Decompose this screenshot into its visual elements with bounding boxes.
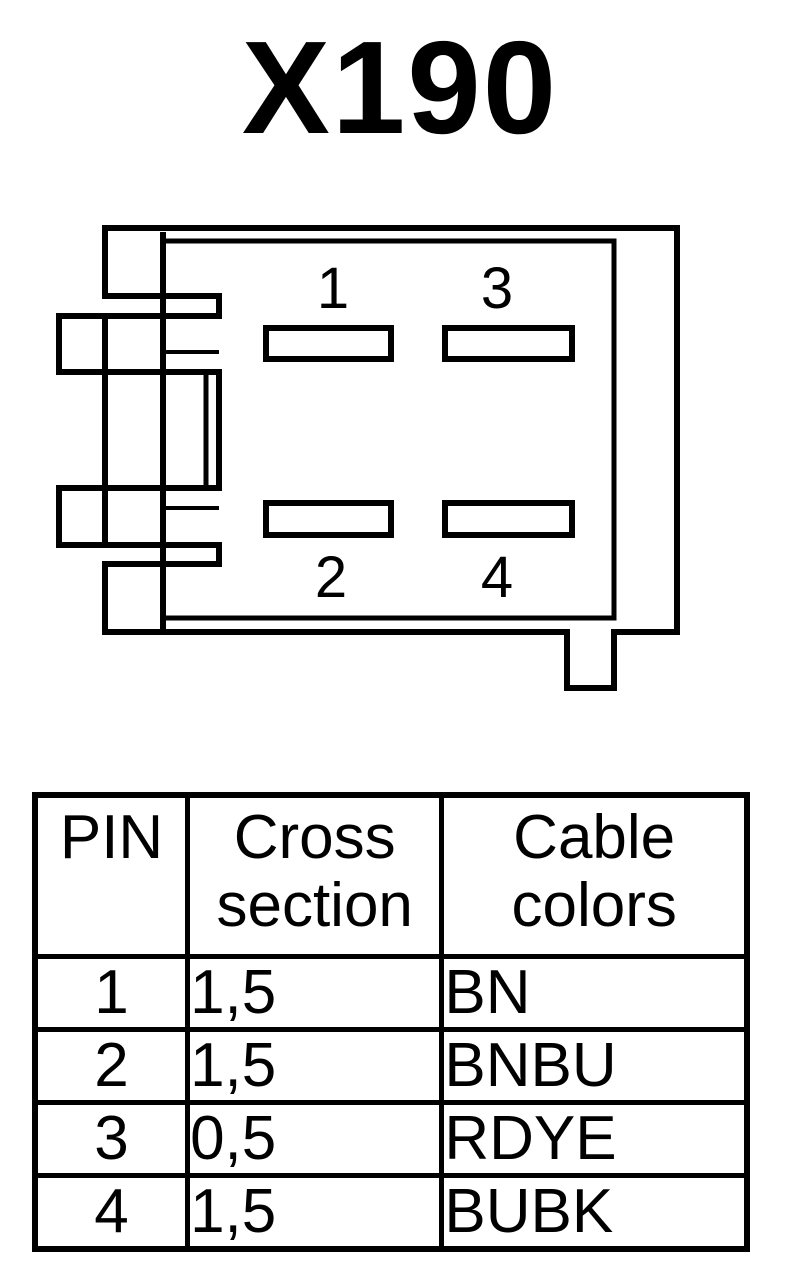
cell-pin: 4	[32, 1173, 191, 1252]
pin-slot-3	[442, 325, 575, 362]
connector-title: X190	[241, 14, 559, 161]
cell-pin: 2	[32, 1027, 191, 1105]
pin-label-3: 3	[481, 256, 513, 321]
pin-assignment-table: PIN Cross section Cable colors 1 1,5 BN …	[32, 792, 750, 1252]
table-header-row: PIN Cross section Cable colors	[32, 792, 750, 959]
connector-inner-outline	[163, 238, 617, 621]
pin-label-1: 1	[317, 256, 349, 321]
pin-label-4: 4	[481, 545, 513, 610]
cell-pin: 1	[32, 954, 191, 1032]
header-cross-section-line1: Cross	[233, 803, 396, 872]
cell-cable-colors: BN	[439, 954, 750, 1032]
cell-cross-section: 1,5	[185, 1173, 445, 1252]
table-row: 3 0,5 RDYE	[32, 1100, 750, 1178]
pin-slot-4	[442, 500, 575, 538]
latch-bracket	[163, 369, 209, 491]
table-row: 4 1,5 BUBK	[32, 1173, 750, 1252]
cell-cross-section: 1,5	[185, 954, 445, 1032]
connector-diagram: 1 3 2 4	[56, 225, 680, 691]
header-cable-colors-line1: Cable	[513, 803, 676, 872]
header-cable-colors: Cable colors	[439, 792, 750, 959]
pin-label-2: 2	[315, 545, 347, 610]
header-cross-section: Cross section	[185, 792, 445, 959]
table-row: 1 1,5 BN	[32, 954, 750, 1032]
pin-slot-1	[263, 325, 394, 362]
header-pin: PIN	[32, 792, 191, 959]
header-pin-label: PIN	[59, 803, 164, 872]
table-row: 2 1,5 BNBU	[32, 1027, 750, 1105]
cell-pin: 3	[32, 1100, 191, 1178]
cell-cable-colors: BUBK	[439, 1173, 750, 1252]
cell-cross-section: 1,5	[185, 1027, 445, 1105]
header-cable-colors-line2: colors	[511, 871, 677, 940]
header-cross-section-line2: section	[216, 871, 413, 940]
cell-cable-colors: RDYE	[439, 1100, 750, 1178]
cell-cross-section: 0,5	[185, 1100, 445, 1178]
pin-slot-2	[263, 500, 394, 538]
cell-cable-colors: BNBU	[439, 1027, 750, 1105]
